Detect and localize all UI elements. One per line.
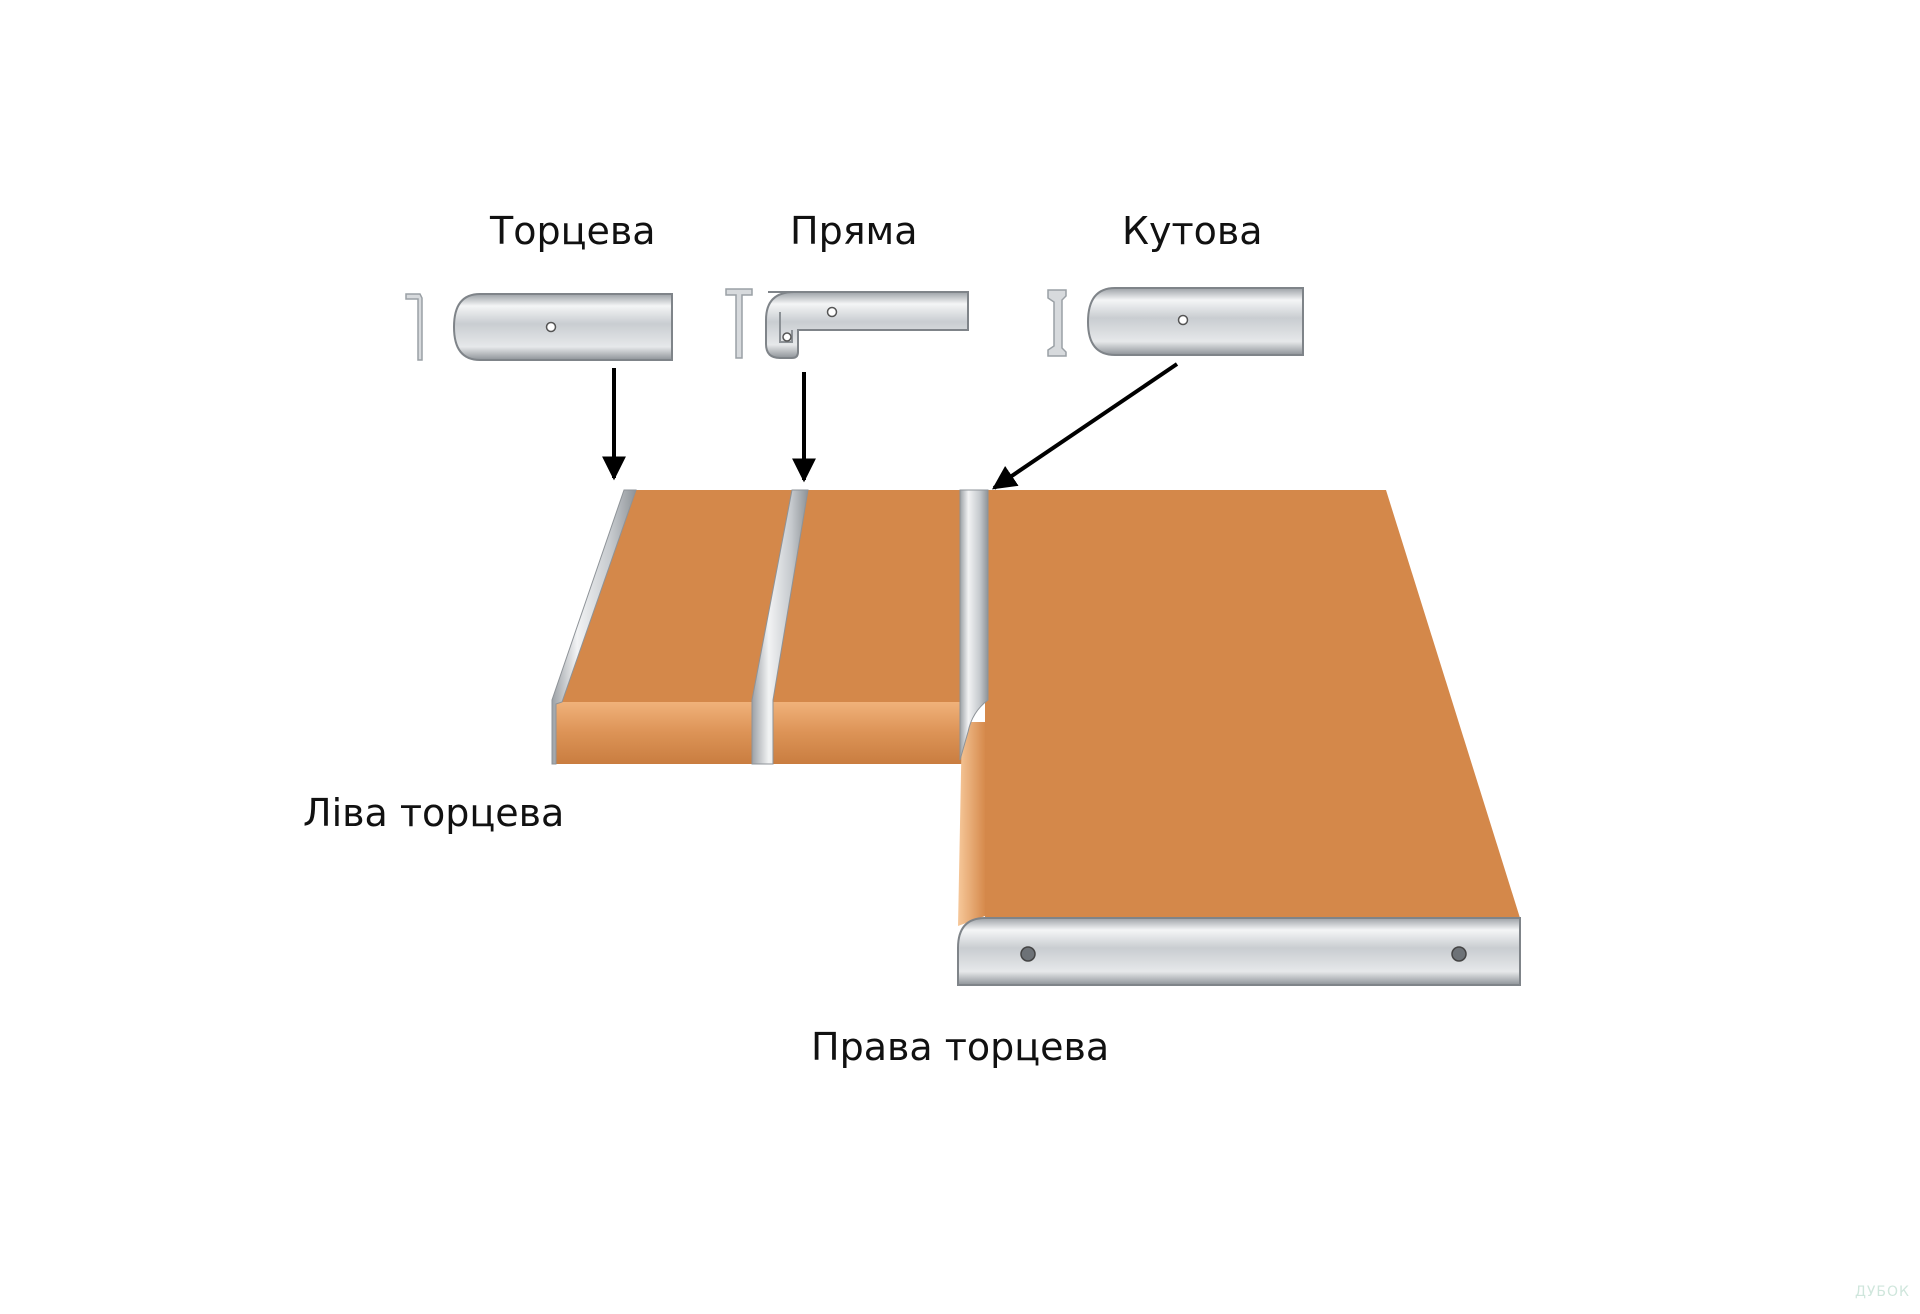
corner-profile-screw-hole [1177, 314, 1189, 326]
right-end-screw-right [1451, 946, 1467, 962]
corner-profile-cross-section [1047, 289, 1067, 357]
corner-profile-bar [1086, 287, 1304, 356]
right-end-label: Права торцева [811, 1025, 1110, 1069]
countertop-illustration [551, 489, 1521, 986]
end-profile-label: Торцева [490, 209, 656, 253]
straight-joint-profile-strip [751, 489, 809, 765]
corner-profile-illustration [1047, 287, 1304, 357]
left-end-label: Ліва торцева [303, 791, 565, 835]
straight-profile-cross-section [725, 288, 753, 359]
straight-profile-label: Пряма [790, 209, 918, 253]
left-countertop-top-surface [556, 490, 960, 702]
right-end-profile-bar [957, 917, 1521, 986]
right-countertop-top-surface [985, 490, 1520, 918]
left-end-profile-strip [551, 489, 637, 765]
end-profile-illustration [405, 293, 673, 361]
right-countertop-side-edge [958, 722, 985, 926]
pointer-arrows [602, 362, 1179, 490]
right-end-screw-left [1020, 946, 1036, 962]
end-profile-bar [452, 293, 673, 361]
end-profile-screw-hole [545, 321, 557, 333]
straight-profile-illustration [725, 288, 969, 359]
arrow-corner-profile [992, 362, 1179, 490]
straight-profile-bar [765, 291, 969, 359]
straight-profile-screw-hole-top [826, 306, 838, 318]
watermark: ДУБОК [1854, 1284, 1910, 1300]
corner-profile-strip [959, 489, 989, 761]
corner-profile-label: Кутова [1122, 209, 1263, 253]
straight-profile-screw-hole-side [782, 332, 792, 342]
end-profile-cross-section [405, 293, 423, 361]
